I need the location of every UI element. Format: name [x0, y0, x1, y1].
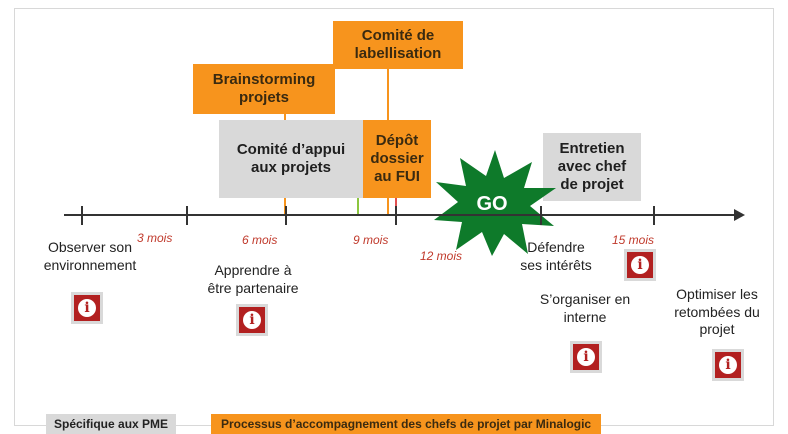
go-starburst: GO	[434, 150, 556, 256]
depot-box: Dépôt dossier au FUI	[363, 120, 431, 198]
diagram-frame	[14, 8, 774, 426]
info-icon[interactable]: i	[712, 349, 744, 381]
tick-15	[653, 206, 655, 225]
tick-0	[81, 206, 83, 225]
info-icon[interactable]: i	[570, 341, 602, 373]
comite-labellisation-box: Comité de labellisation	[333, 21, 463, 69]
tick-3	[186, 206, 188, 225]
step-apprendre: Apprendre à être partenaire	[207, 262, 299, 296]
comite-appui-box: Comité d’appui aux projets	[219, 120, 363, 198]
timeline-arrowhead	[734, 209, 745, 221]
month-label: 3 mois	[137, 231, 173, 245]
step-optimiser: Optimiser les retombées du projet	[674, 286, 760, 337]
info-icon[interactable]: i	[624, 249, 656, 281]
tick-9	[395, 206, 397, 225]
entretien-box: Entretien avec chef de projet	[543, 133, 641, 201]
tick-6	[285, 206, 287, 225]
legend-pme: Spécifique aux PME	[46, 414, 177, 434]
step-defendre: Défendre ses intérêts	[520, 239, 592, 273]
connector-green	[357, 198, 359, 216]
brainstorming-box: Brainstorming projets	[193, 64, 335, 114]
month-label: 6 mois	[242, 233, 278, 247]
step-observer: Observer son environnement	[43, 239, 137, 273]
month-label: 15 mois	[612, 233, 655, 247]
info-icon[interactable]: i	[236, 304, 268, 336]
go-label: GO	[476, 193, 507, 215]
info-icon[interactable]: i	[71, 292, 103, 324]
month-label: 12 mois	[420, 249, 463, 263]
step-organiser: S’organiser en interne	[539, 291, 631, 325]
legend-minalogic: Processus d’accompagnement des chefs de …	[211, 414, 602, 434]
month-label: 9 mois	[353, 233, 389, 247]
timeline-axis	[64, 214, 736, 216]
go-star-shape	[434, 150, 556, 256]
tick-12	[540, 206, 542, 225]
